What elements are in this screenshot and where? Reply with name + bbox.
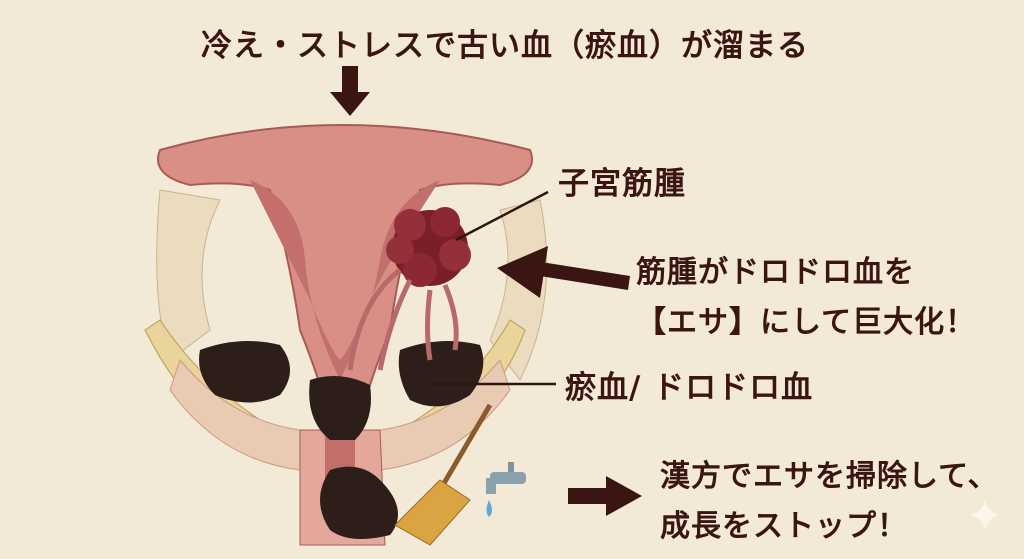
fibroid-drawing [347, 207, 471, 371]
stagnant-blood-label: 瘀血/ ドロドロ血 [565, 370, 814, 406]
kampo-line2: 成長をストップ！ [660, 509, 908, 544]
kampo-line1: 漢方でエサを掃除して、 [660, 459, 999, 494]
kampo-label: 漢方でエサを掃除して、 成長をストップ！ [660, 452, 999, 552]
stagnant-blood-clots [199, 341, 484, 539]
fibroid-feeding-label: 筋腫がドロドロ血を 【エサ】にして巨大化！ [636, 248, 976, 348]
broom-icon [394, 403, 493, 546]
fibroid-pointer-line [455, 190, 549, 242]
left-arrow-icon [497, 246, 630, 298]
faucet-icon [486, 462, 526, 517]
fibroid-feeding-line2: 【エサ】にして巨大化！ [636, 305, 977, 340]
page-title: 冷え・ストレスで古い血（瘀血）が溜まる [201, 28, 809, 64]
sparkle-icon [970, 500, 1000, 530]
down-arrow-icon [330, 66, 370, 116]
right-arrow-icon [568, 476, 642, 516]
fibroid-feeding-line1: 筋腫がドロドロ血を [636, 255, 915, 290]
fibroid-label: 子宮筋腫 [558, 166, 686, 202]
